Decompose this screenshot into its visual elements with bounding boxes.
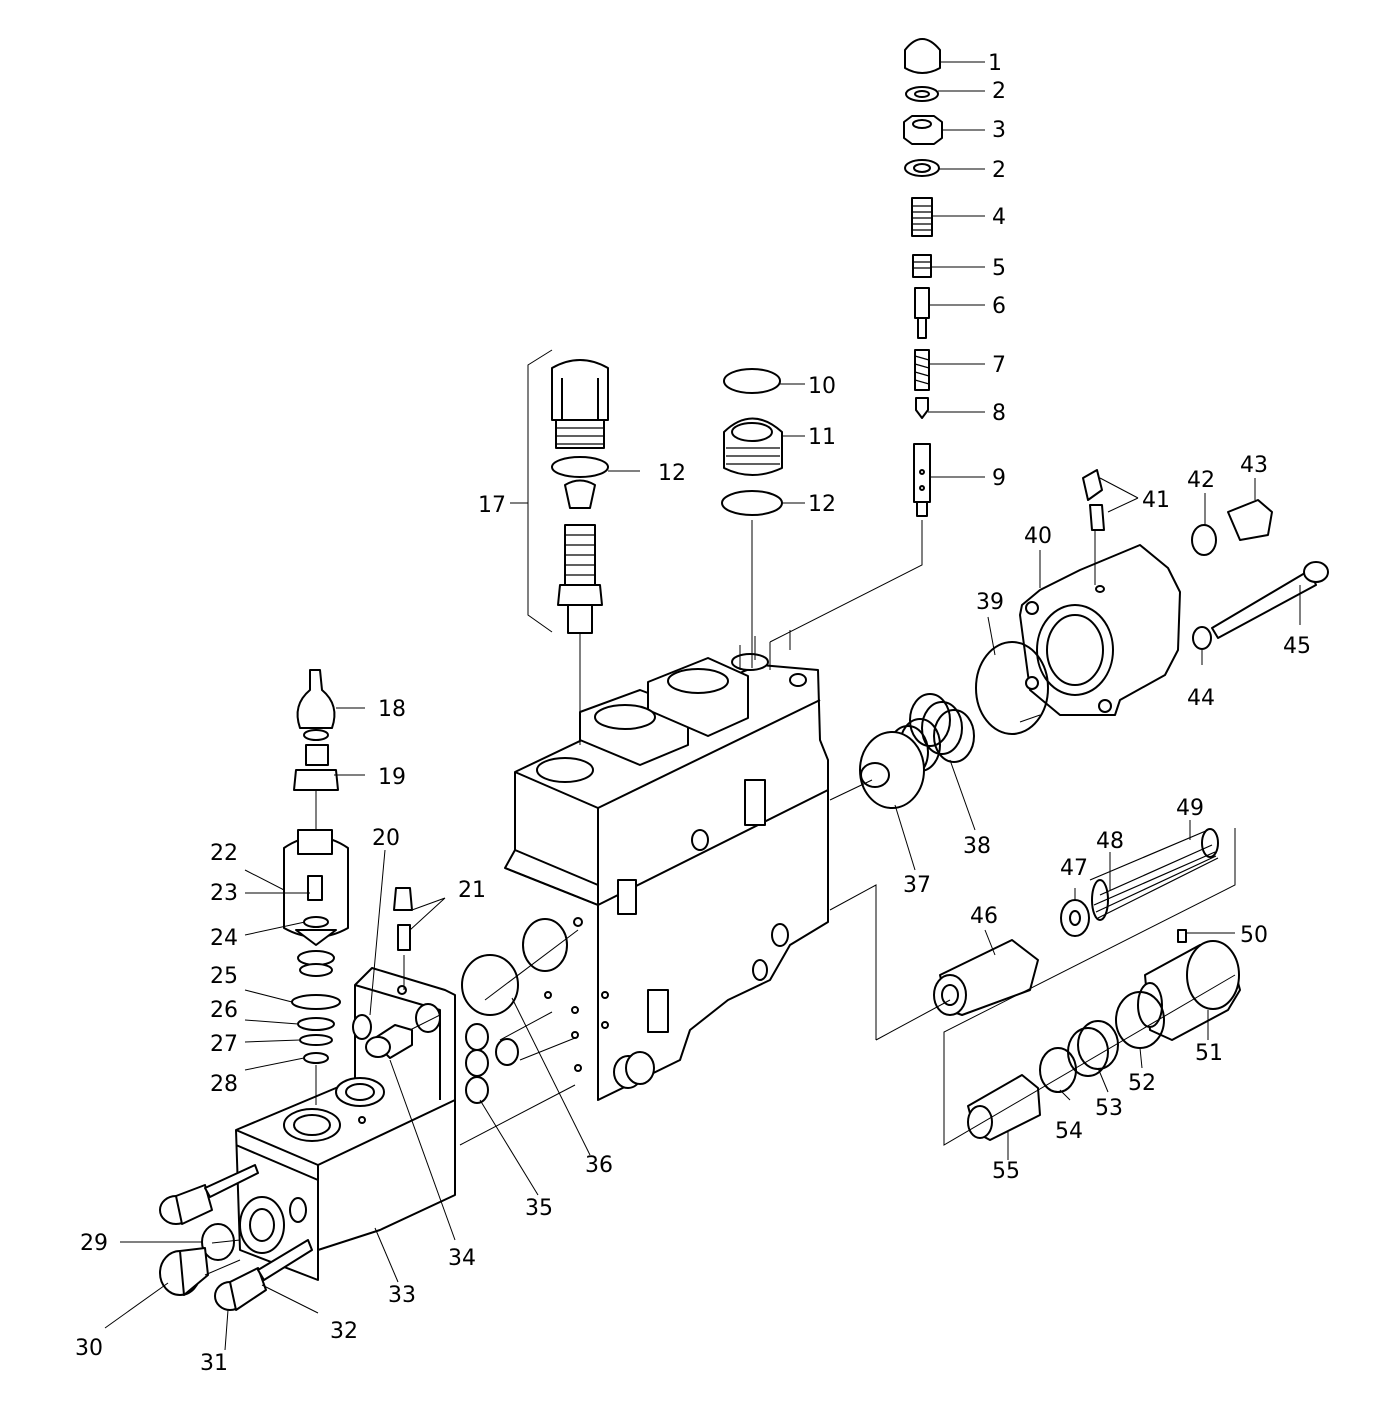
plug-assembly: [721, 368, 783, 516]
callout-label: 3: [992, 118, 1006, 143]
callout-label: 32: [330, 1319, 358, 1344]
callout-label: 34: [448, 1246, 476, 1271]
end-block: [235, 967, 456, 1281]
callout-label: 22: [210, 841, 238, 866]
relief-valve-cartridge: [551, 359, 609, 634]
callout-label: 17: [478, 493, 506, 518]
callout-label: 9: [992, 466, 1006, 491]
callout-label: 52: [1128, 1071, 1156, 1096]
callout-label: 6: [992, 294, 1006, 319]
callout-label: 48: [1096, 829, 1124, 854]
callout-label: 53: [1095, 1096, 1123, 1121]
callout-label: 55: [992, 1159, 1020, 1184]
callout-label: 47: [1060, 856, 1088, 881]
callout-label: 10: [808, 374, 836, 399]
callout-label: 2: [992, 79, 1006, 104]
callout-label: 42: [1187, 468, 1215, 493]
solenoid-assembly: [283, 669, 349, 1064]
callout-label: 12: [658, 461, 686, 486]
callout-label: 50: [1240, 923, 1268, 948]
callout-label: 11: [808, 425, 836, 450]
callout-label: 51: [1195, 1041, 1223, 1066]
adjuster-stack: [903, 38, 943, 517]
callout-label: 33: [388, 1283, 416, 1308]
spool-group: [933, 828, 1241, 1141]
callout-label: 25: [210, 964, 238, 989]
callout-label: 30: [75, 1336, 103, 1361]
callout-label: 43: [1240, 453, 1268, 478]
callout-label: 19: [378, 765, 406, 790]
valve-body: [504, 653, 829, 1101]
callout-label: 27: [210, 1032, 238, 1057]
callout-label: 36: [585, 1153, 613, 1178]
callout-label: 12: [808, 492, 836, 517]
callout-label: 38: [963, 834, 991, 859]
callout-label: 45: [1283, 634, 1311, 659]
callout-label: 54: [1055, 1119, 1083, 1144]
callout-label: 28: [210, 1072, 238, 1097]
seal-rings-center: [461, 954, 519, 1104]
group-brackets: [204, 349, 1236, 1276]
callout-label: 23: [210, 881, 238, 906]
callout-label: 37: [903, 873, 931, 898]
bolts-bottom-left: [159, 1164, 313, 1311]
callout-label: 20: [372, 826, 400, 851]
callout-label: 21: [458, 878, 486, 903]
callout-label: 5: [992, 256, 1006, 281]
callout-label: 4: [992, 205, 1006, 230]
callout-label: 2: [992, 158, 1006, 183]
callout-labels: 1 2 3 2 4 5 6 7 8 9 10 11 12 12 17 18 19…: [75, 51, 1311, 1376]
callout-label: 41: [1142, 488, 1170, 513]
callout-label: 40: [1024, 524, 1052, 549]
callout-label: 8: [992, 401, 1006, 426]
callout-label: 29: [80, 1231, 108, 1256]
end-cap-housing: [975, 469, 1329, 735]
callout-label: 46: [970, 904, 998, 929]
leader-lines: [104, 61, 1301, 1351]
callout-label: 18: [378, 697, 406, 722]
callout-label: 1: [988, 51, 1002, 76]
callout-label: 35: [525, 1196, 553, 1221]
callout-label: 7: [992, 353, 1006, 378]
callout-label: 39: [976, 590, 1004, 615]
callout-label: 49: [1176, 796, 1204, 821]
callout-label: 44: [1187, 686, 1215, 711]
callout-label: 31: [200, 1351, 228, 1376]
callout-label: 26: [210, 998, 238, 1023]
callout-label: 24: [210, 926, 238, 951]
piston-spring: [859, 693, 975, 809]
